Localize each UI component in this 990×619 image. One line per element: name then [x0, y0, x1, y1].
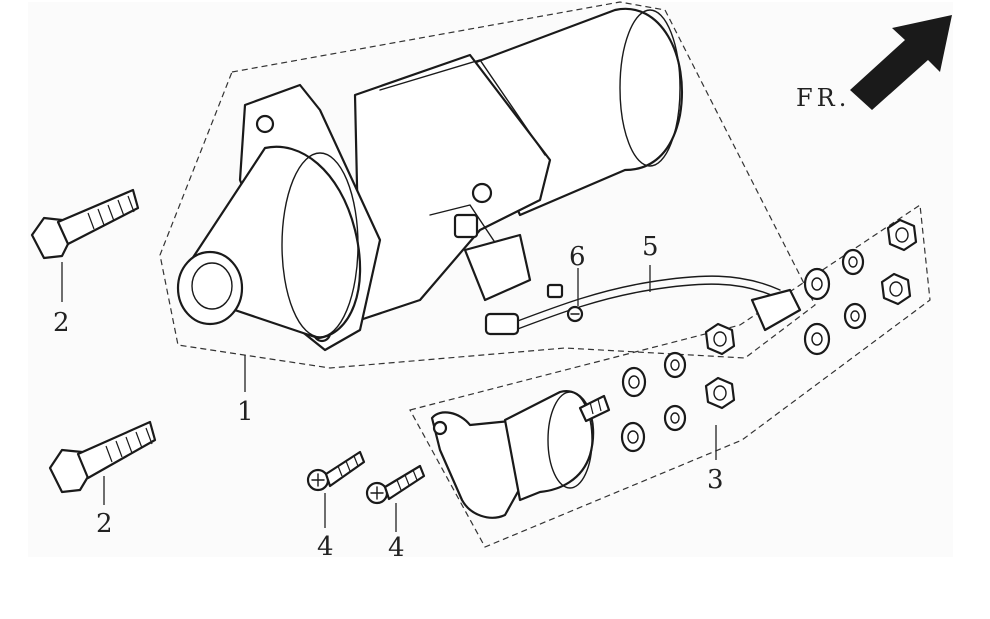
nuts-and-washers-upper	[803, 218, 918, 356]
callout-4-right: 4	[388, 533, 405, 563]
callout-2-upper: 2	[53, 308, 70, 338]
flange-bolt-lower	[48, 420, 157, 494]
callout-6: 6	[569, 242, 586, 272]
callout-2-lower: 2	[96, 509, 113, 539]
callout-3: 3	[707, 465, 724, 495]
callout-1: 1	[237, 397, 254, 427]
starter-motor	[176, 7, 684, 352]
group-3-outline	[409, 203, 931, 548]
screw-left	[306, 450, 366, 492]
nuts-and-washers-lower	[620, 322, 736, 453]
screw-right	[365, 464, 426, 505]
direction-label: FR.	[796, 84, 850, 112]
flange-bolt-upper	[30, 188, 140, 260]
solenoid	[430, 390, 611, 519]
callout-5: 5	[642, 232, 659, 262]
callout-4-left: 4	[317, 532, 334, 562]
front-direction-arrow-icon	[850, 15, 952, 110]
group-1-outline	[159, 1, 816, 369]
cable-screw	[546, 283, 584, 323]
